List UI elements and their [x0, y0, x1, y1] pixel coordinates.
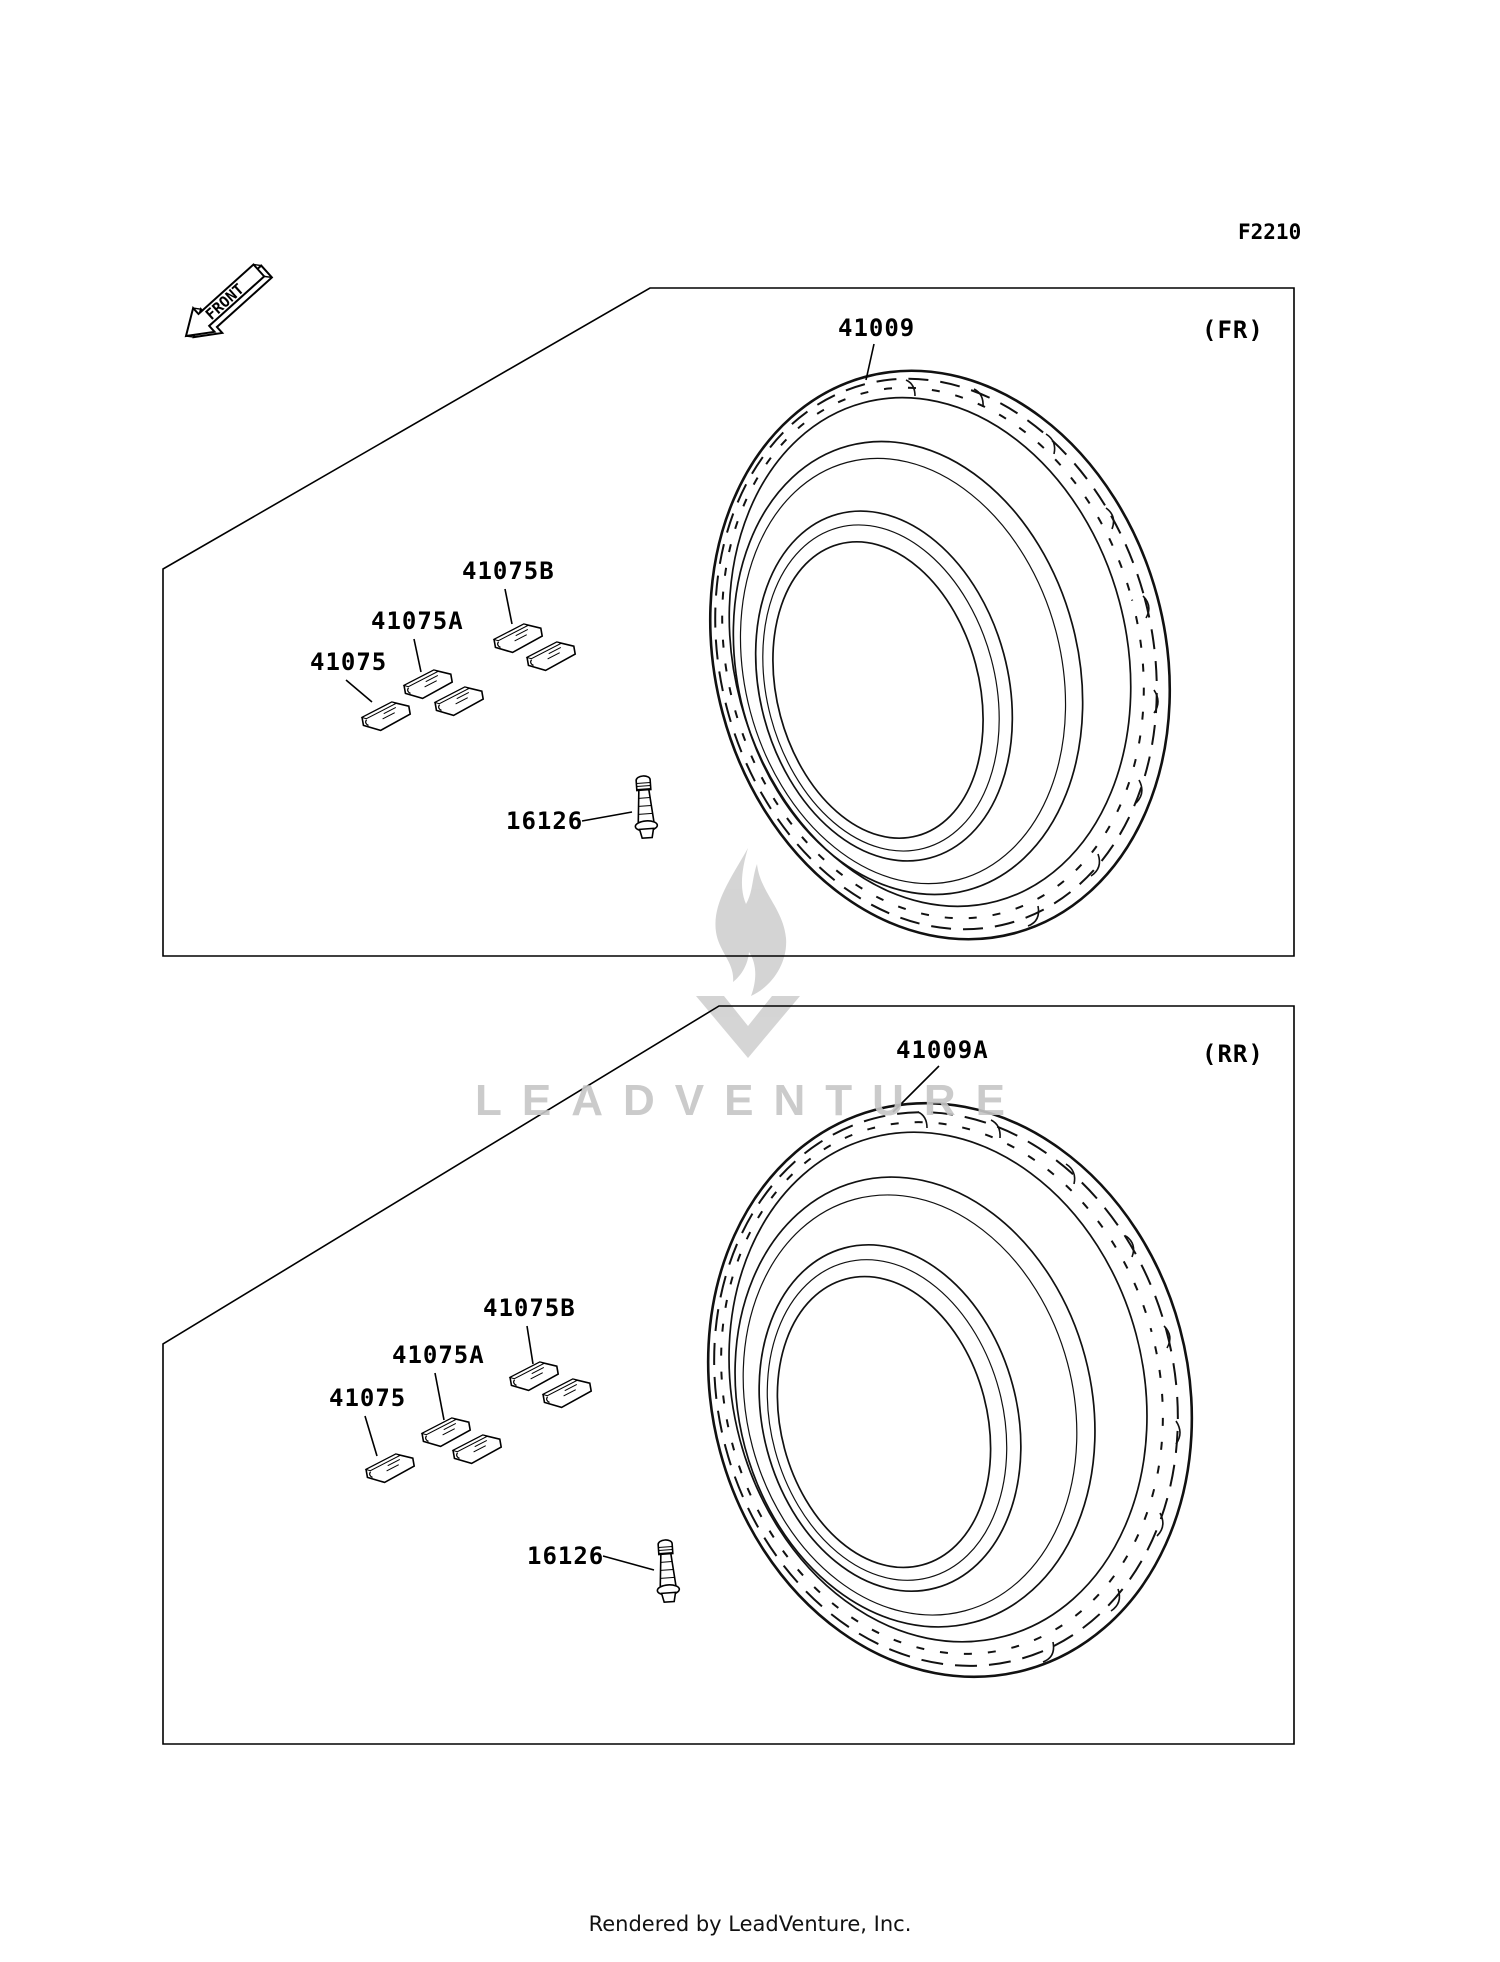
front-balance-weights: [359, 620, 578, 735]
front-leader-lines: [345, 343, 875, 822]
rear-tire-tread-marks: [917, 1111, 1181, 1663]
figure-code: F2210: [1238, 220, 1302, 244]
rear-balance-weights: [363, 1358, 594, 1487]
front-valve-stem: [631, 774, 659, 840]
part-label-front-tire: 41009: [838, 314, 916, 342]
flame-icon: [715, 848, 787, 996]
rear-panel-outline: [162, 1005, 1295, 1745]
part-label-rear-tire: 41009A: [896, 1036, 989, 1064]
footer-credit: Rendered by LeadVenture, Inc.: [588, 1912, 912, 1936]
part-label-rear-valve: 16126: [527, 1542, 605, 1570]
rear-valve-stem: [653, 1538, 681, 1604]
part-label-front-weight-b: 41075B: [462, 557, 555, 585]
part-label-rear-weight-a: 41075A: [392, 1341, 485, 1369]
orientation-label-front: (FR): [1202, 316, 1264, 344]
part-label-front-weight: 41075: [310, 648, 388, 676]
front-tire-illustration: [708, 369, 1172, 941]
front-direction-arrow: FRONT: [184, 263, 274, 339]
rear-leader-lines: [364, 1065, 940, 1571]
part-label-front-valve: 16126: [506, 807, 584, 835]
watermark-logo: [696, 848, 800, 1058]
front-panel-outline: [162, 287, 1295, 957]
part-label-front-weight-a: 41075A: [371, 607, 464, 635]
orientation-label-rear: (RR): [1202, 1040, 1264, 1068]
part-label-rear-weight: 41075: [329, 1384, 407, 1412]
part-label-rear-weight-b: 41075B: [483, 1294, 576, 1322]
watermark-v-icon: [696, 996, 800, 1058]
rear-tire-illustration: [706, 1101, 1194, 1679]
front-tire-tread-marks: [905, 379, 1159, 927]
